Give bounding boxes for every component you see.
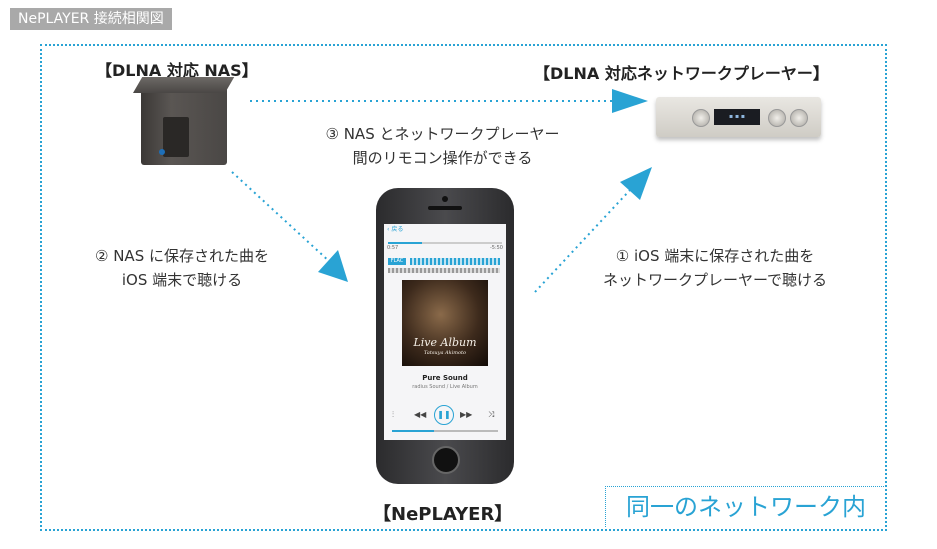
- volume-slider: [392, 430, 498, 432]
- home-button-icon: [432, 446, 460, 474]
- previous-icon: ◀◀: [414, 410, 427, 419]
- arrowhead-player-2: [620, 167, 652, 200]
- equalizer-icon: ⫶: [392, 410, 394, 419]
- album-art: Live Album Tatsuya Akimoto: [402, 280, 488, 366]
- network-boundary: [40, 44, 887, 531]
- pause-icon: ❚❚: [434, 405, 454, 425]
- format-badge: FLAC: [388, 258, 406, 265]
- arrowhead-player: [612, 89, 648, 113]
- player-label: 【DLNA 対応ネットワークプレーヤー】: [534, 64, 829, 83]
- arrow-ios-player: [534, 189, 631, 293]
- level-meter: [410, 258, 500, 265]
- level-meter-2: [388, 268, 500, 273]
- track-title: Pure Sound: [422, 374, 468, 382]
- diagram-title: NePLAYER 接続相関図: [10, 8, 172, 30]
- network-player-icon: ▪ ▪ ▪: [656, 91, 821, 143]
- network-label: 同一のネットワーク内: [605, 486, 886, 527]
- caption-nas-ios: ② NAS に保存された曲を iOS 端末で聴ける: [95, 247, 269, 289]
- nas-label: 【DLNA 対応 NAS】: [96, 61, 258, 80]
- caption-nas-player: ③ NAS とネットワークプレーヤー 間のリモコン操作ができる: [325, 125, 560, 167]
- time-end: -5:50: [489, 245, 503, 251]
- arrowhead-phone: [318, 250, 348, 282]
- nas-device-icon: [133, 77, 235, 165]
- caption-ios-player: ① iOS 端末に保存された曲を ネットワークプレーヤーで聴ける: [602, 247, 828, 289]
- next-icon: ▶▶: [460, 410, 473, 419]
- app-screen: ‹ 戻る 0:57 -5:50 FLAC Live Album Tatsuya …: [384, 224, 506, 440]
- app-label: 【NePLAYER】: [373, 504, 513, 525]
- arrow-nas-ios: [231, 171, 331, 263]
- time-start: 0:57: [387, 245, 399, 251]
- iphone-icon: ‹ 戻る 0:57 -5:50 FLAC Live Album Tatsuya …: [376, 188, 514, 484]
- track-subtitle: radius Sound / Live Album: [412, 384, 478, 390]
- back-button: ‹ 戻る: [387, 226, 404, 233]
- shuffle-icon: ⤨: [488, 410, 495, 419]
